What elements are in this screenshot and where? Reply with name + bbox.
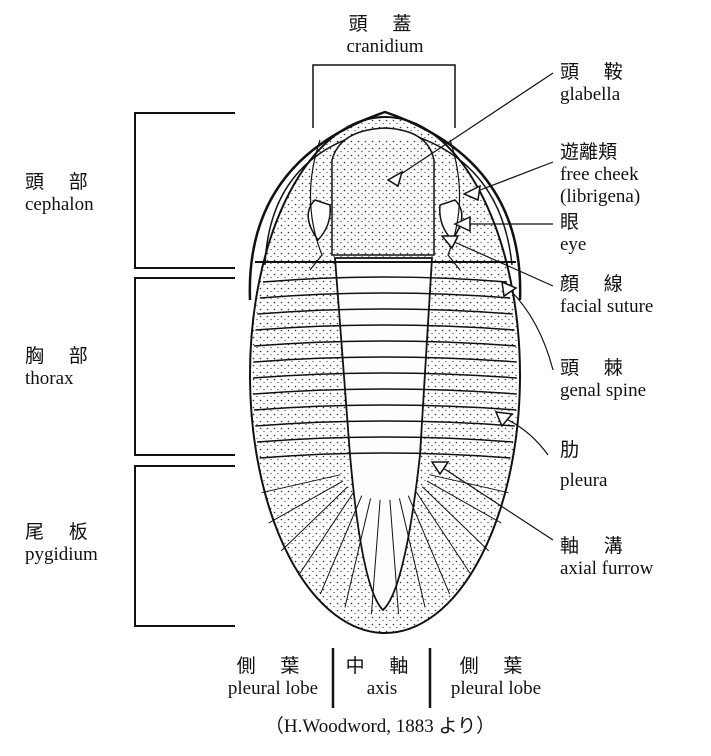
facial-suture-left: [309, 139, 323, 271]
left-pleural-lobe-label: 側 葉 pleural lobe: [215, 656, 331, 700]
thorax-segment: [257, 436, 513, 443]
glabella-label-jp: 頭 鞍: [560, 62, 633, 83]
cephalon-label-jp: 頭 部: [25, 172, 98, 193]
thorax-segment: [254, 340, 516, 347]
thorax-segment: [253, 388, 517, 395]
thorax-segment: [253, 356, 517, 363]
arrowhead-icon: [494, 411, 514, 428]
glabella-stipple: [332, 140, 434, 255]
thorax-segment: [262, 276, 508, 283]
free-cheek-label-en: free cheek: [560, 164, 639, 185]
free-cheek-label: 遊離頬 free cheek (librigena): [560, 142, 640, 208]
pointer-arrowheads: [386, 170, 518, 476]
facial-suture-label-en: facial suture: [560, 296, 654, 317]
cranidium-label-en: cranidium: [346, 36, 424, 57]
cranidium-label-jp: 頭 蓋: [348, 14, 422, 35]
pointer-lines: [397, 72, 554, 541]
genal-spine-label-en: genal spine: [560, 380, 647, 401]
arrowhead-icon: [440, 235, 460, 250]
facial-suture-label: 顔 線 facial suture: [560, 274, 653, 318]
cranidium-bracket: [312, 64, 456, 128]
glabella-label-en: glabella: [560, 84, 621, 105]
pygidium-rib: [426, 480, 502, 524]
thorax-segment: [255, 420, 515, 427]
thorax-segment: [255, 324, 515, 331]
pygidium-rib: [415, 491, 472, 576]
thorax-label-jp: 胸 部: [25, 346, 98, 367]
arrowhead-icon: [462, 184, 481, 202]
pygidium-rib: [261, 474, 341, 494]
eye-label: 眼 eye: [560, 212, 586, 256]
genal-spine-pointer: [509, 289, 554, 371]
thorax-segment: [253, 404, 517, 411]
credit: （H.Woodword, 1883 より）: [264, 716, 496, 737]
arrowhead-icon: [430, 461, 450, 476]
pleura-pointer: [503, 417, 549, 456]
arrowhead-icon: [386, 170, 404, 188]
genal-spine-label-jp: 頭 棘: [560, 358, 633, 379]
pleura-label-jp: 肋: [560, 440, 580, 461]
facial-suture-right: [447, 139, 461, 271]
axis: [334, 257, 433, 612]
pygidium-rib: [298, 491, 355, 576]
pygidium-bracket: [134, 465, 235, 627]
left-pleural-lobe-label-en: pleural lobe: [227, 678, 319, 699]
pygidium-rib: [421, 486, 490, 552]
glabella-pointer: [397, 72, 554, 177]
pygidium-rib: [268, 480, 344, 524]
axial-furrow-label-en: axial furrow: [560, 558, 654, 579]
pygidium-rib: [344, 498, 372, 608]
thorax-segment: [259, 292, 511, 299]
eye-label-jp: 眼: [560, 212, 580, 233]
pygidium-ribs: [261, 474, 509, 615]
pygidium-rib: [398, 498, 426, 608]
glabella-label: 頭 鞍 glabella: [560, 62, 633, 106]
thorax-label: 胸 部 thorax: [25, 346, 98, 390]
pygidium-rib: [407, 495, 451, 595]
cephalon-bracket: [134, 112, 235, 269]
pygidium-rib: [280, 486, 349, 552]
arrowhead-icon: [453, 215, 471, 233]
thorax-segment: [252, 372, 518, 379]
cranidium-label: 頭 蓋 cranidium: [330, 14, 440, 58]
axial-furrow-pointer: [439, 465, 554, 541]
pygidium-label-jp: 尾 板: [25, 522, 98, 543]
thorax-bracket: [134, 277, 235, 456]
right-pleural-lobe-label-jp: 側 葉: [459, 656, 533, 677]
pygidium-rib: [370, 499, 381, 615]
pygidium-label: 尾 板 pygidium: [25, 522, 98, 566]
right-pleural-lobe-label-en: pleural lobe: [450, 678, 542, 699]
axial-furrow-label: 軸 溝 axial furrow: [560, 536, 653, 580]
axis-label-jp: 中 軸: [345, 656, 419, 677]
cephalon-label: 頭 部 cephalon: [25, 172, 98, 216]
thorax-segment: [259, 452, 511, 459]
thorax-segments: [252, 276, 518, 459]
free-cheek-pointer: [474, 161, 554, 193]
thorax-segment: [257, 308, 513, 315]
pleura-label-en: pleura: [560, 470, 608, 491]
right-pleural-lobe-label: 側 葉 pleural lobe: [434, 656, 558, 700]
axis-label-en: axis: [366, 678, 398, 699]
left-pleural-lobe-label-jp: 側 葉: [236, 656, 310, 677]
librigena-label-en: (librigena): [560, 186, 641, 207]
cephalon-label-en: cephalon: [25, 194, 94, 215]
pygidium-rib: [319, 495, 363, 595]
thorax-label-en: thorax: [25, 368, 74, 389]
facial-suture-pointer: [449, 239, 554, 287]
pleura-label: 肋 pleura: [560, 440, 607, 492]
pygidium-label-en: pygidium: [25, 544, 98, 565]
eye-label-en: eye: [560, 234, 587, 255]
pygidium-rib: [389, 499, 400, 615]
genal-spine-label: 頭 棘 genal spine: [560, 358, 646, 402]
pygidium-rib: [429, 474, 509, 494]
free-cheek-label-jp: 遊離頬: [560, 142, 618, 163]
arrowhead-icon: [501, 280, 518, 298]
axis-label: 中 軸 axis: [336, 656, 428, 700]
facial-suture-label-jp: 顔 線: [560, 274, 633, 295]
cephalon-outline: [248, 110, 522, 301]
axial-furrow-label-jp: 軸 溝: [560, 536, 633, 557]
